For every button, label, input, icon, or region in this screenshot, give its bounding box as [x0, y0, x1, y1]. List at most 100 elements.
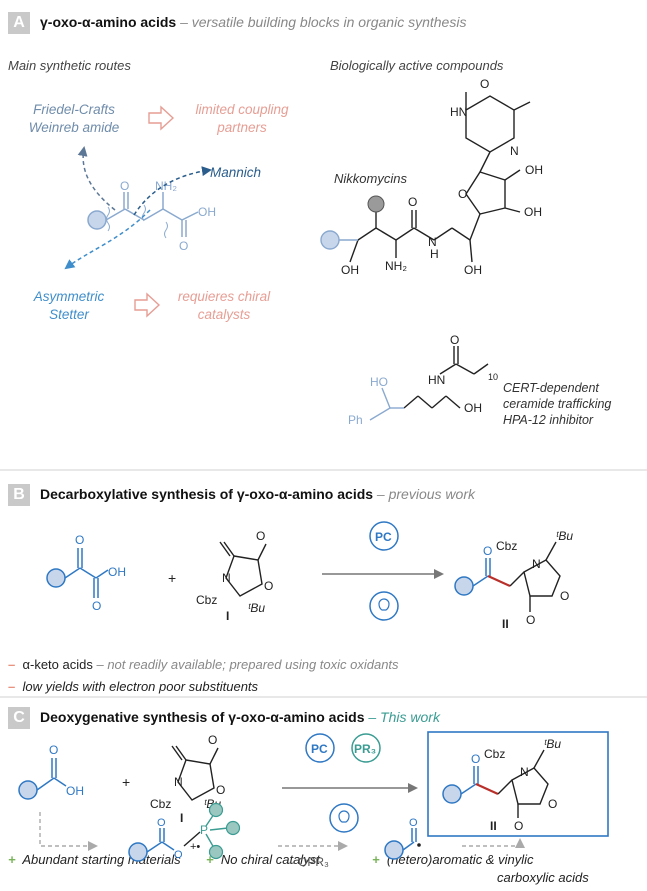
hpa12-light-part — [369, 387, 404, 421]
b-bullet-2-dash: – — [8, 679, 16, 694]
bulb-glyph — [338, 810, 350, 823]
mech-arrow-3 — [462, 842, 521, 847]
atom-p: P — [200, 823, 208, 837]
photocatalyst-icon — [369, 521, 399, 551]
c-benefit-2: + No chiral catalyst — [206, 852, 320, 867]
route-mannich: Mannich — [210, 165, 262, 180]
section-a-title: γ-oxo-α-amino acids – versatile building… — [40, 14, 466, 30]
tbu-label: ᵗBu — [248, 601, 265, 615]
atom-hn: HN — [428, 373, 445, 387]
atom-n: N — [428, 235, 437, 249]
route-friedel-crafts-line1: Friedel-Crafts — [33, 102, 115, 117]
section-a-title-rest: – versatile building blocks in organic s… — [176, 14, 467, 30]
bond-break-mark — [106, 206, 110, 232]
route3-limitation-line2: catalysts — [197, 307, 251, 322]
b-bullet-2-text: low yields with electron poor substituen… — [22, 679, 259, 694]
substituent-circle-icon — [18, 780, 38, 800]
atom-oh: OH — [525, 163, 543, 177]
cbz-label: Cbz — [196, 593, 217, 607]
cert-description: CERT-dependent ceramide trafficking HPA-… — [503, 380, 611, 428]
label-i: I — [180, 811, 183, 825]
c-benefit-3-plus: + — [372, 852, 380, 867]
section-b-title-bold: Decarboxylative synthesis of γ-oxo-α-ami… — [40, 486, 374, 502]
atom-o: O — [120, 179, 129, 193]
route1-limitation: limited coupling partners — [182, 101, 302, 137]
c-benefit-1-plus: + — [8, 852, 16, 867]
label-i: I — [226, 609, 229, 623]
tbu-label: ᵗBu — [556, 529, 573, 543]
atom-o: O — [75, 533, 84, 547]
atom-o: O — [480, 77, 489, 91]
atom-oh: OH — [464, 401, 482, 415]
section-c-title-rest: – This work — [364, 709, 440, 725]
bond-break-mark — [164, 221, 168, 239]
atom-o: O — [208, 733, 217, 747]
atom-o: O — [216, 783, 225, 797]
hollow-arrow-icon — [148, 105, 175, 131]
c-carboxylic-acid-structure — [18, 758, 67, 800]
substituent-circle-icon — [87, 210, 107, 230]
route1-limitation-line1: limited coupling — [195, 102, 289, 117]
cert-line3: HPA-12 inhibitor — [503, 413, 594, 427]
atom-o: O — [92, 599, 101, 613]
atom-n: N — [520, 765, 529, 779]
atom-o: O — [408, 195, 417, 209]
cbz-label: Cbz — [484, 747, 505, 761]
atom-n: N — [532, 557, 541, 571]
b-oxazolidinone-structure — [219, 541, 267, 597]
section-c-badge: C — [8, 707, 30, 729]
atom-oh: OH — [341, 263, 359, 277]
b-keto-acid-structure — [46, 548, 109, 598]
mech-arrow-1 — [39, 812, 98, 851]
c-benefit-2-plus: + — [206, 852, 214, 867]
atom-o: O — [179, 239, 188, 253]
atom-h: H — [430, 247, 439, 261]
route-arrow-friedel — [77, 146, 116, 211]
plus-sign: + — [168, 570, 176, 586]
atom-o: O — [514, 819, 523, 833]
route3-limitation-line1: requieres chiral — [177, 289, 271, 304]
substituent-circle-icon — [208, 844, 224, 860]
light-bulb-icon — [369, 591, 399, 621]
acyl-radical-structure — [384, 828, 421, 860]
photocatalyst-icon — [305, 733, 335, 763]
byproduct-label: – OPR₃ — [288, 855, 329, 869]
route-arrow-mannich — [133, 166, 212, 216]
substituent-circle-icon — [225, 820, 241, 836]
nikkomycins-label: Nikkomycins — [334, 171, 407, 186]
atom-hn: HN — [450, 105, 467, 119]
b-product-structure — [454, 541, 561, 612]
phosphine-icon — [351, 733, 381, 763]
atom-o: O — [471, 752, 480, 766]
atom-o: O — [49, 743, 58, 757]
substituent-circle-icon — [128, 842, 148, 862]
route-friedel-crafts-line2: Weinreb amide — [28, 120, 120, 135]
b-bullet-2: – low yields with electron poor substitu… — [8, 679, 258, 694]
atom-o: O — [174, 849, 183, 861]
b-bullet-1-main: α-keto acids — [22, 657, 93, 672]
oxo-amino-acid-structure — [87, 192, 199, 237]
section-a-title-bold: γ-oxo-α-amino acids — [40, 14, 177, 30]
light-bulb-icon — [329, 803, 359, 833]
radical-dot — [417, 843, 421, 847]
atom-o: O — [548, 797, 557, 811]
substituent-circle-icon — [367, 195, 385, 213]
cbz-label: Cbz — [150, 797, 171, 811]
atom-o: O — [409, 817, 418, 829]
b-bullet-1-rest: – not readily available; prepared using … — [92, 657, 399, 672]
cert-line1: CERT-dependent — [503, 381, 599, 395]
section-b-title: Decarboxylative synthesis of γ-oxo-α-ami… — [40, 486, 475, 502]
atom-n: N — [510, 144, 519, 158]
route1-limitation-line2: partners — [217, 120, 267, 135]
substituent-circle-icon — [442, 784, 462, 804]
c-benefit-3: + (hetero)aromatic & vinylic — [372, 852, 533, 867]
atom-o: O — [458, 187, 467, 201]
phosphoranyl-radical-structure — [128, 802, 241, 862]
atom-n: N — [222, 571, 231, 585]
atom-o: O — [483, 544, 492, 558]
route-arrow-stetter — [64, 209, 151, 270]
tbu-label: ᵗBu — [544, 737, 561, 751]
reagent-oh: OH — [66, 784, 84, 798]
section-a-badge: A — [8, 12, 30, 34]
